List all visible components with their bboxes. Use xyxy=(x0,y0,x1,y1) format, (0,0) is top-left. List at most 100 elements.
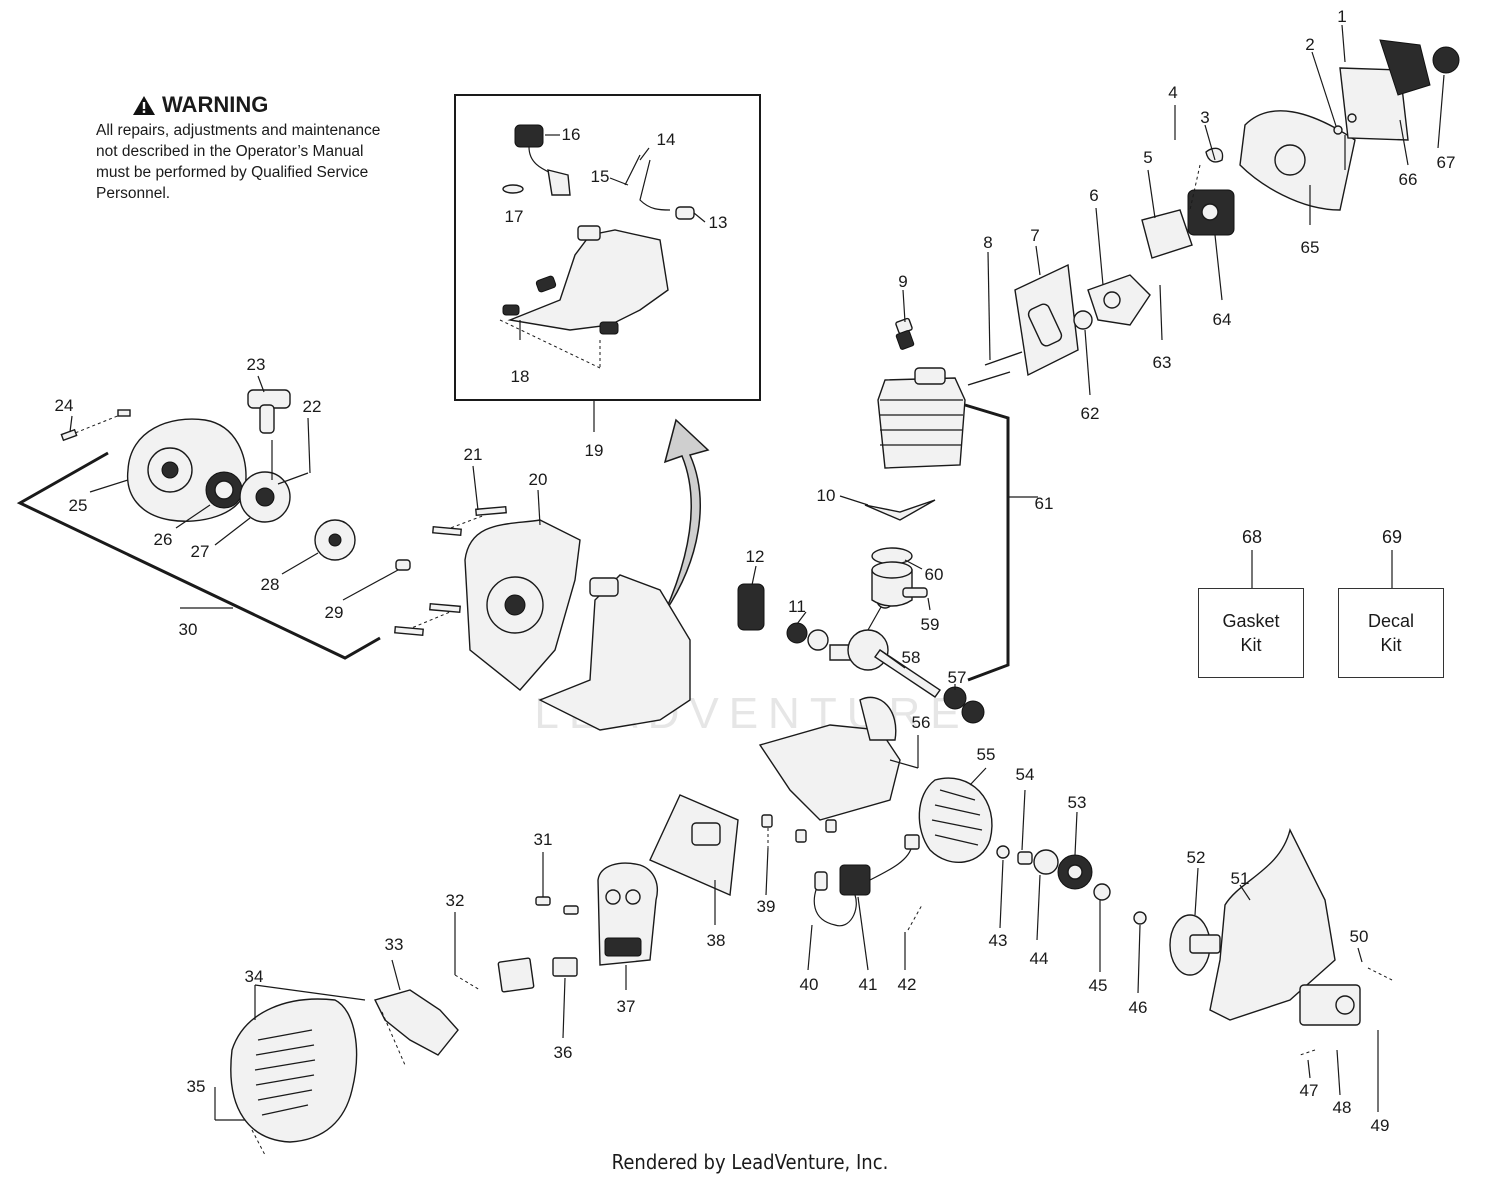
callout-35: 35 xyxy=(187,1077,206,1096)
warning-text: All repairs, adjustments and maintenance… xyxy=(96,122,381,202)
callout-30: 30 xyxy=(179,620,198,639)
callout-44: 44 xyxy=(1030,949,1049,968)
warning-title-text: WARNING xyxy=(162,92,269,117)
callout-49: 49 xyxy=(1371,1116,1390,1135)
callout-62: 62 xyxy=(1081,404,1100,423)
callout-46: 46 xyxy=(1129,998,1148,1017)
callout-26: 26 xyxy=(154,530,173,549)
clutch-housing-icon xyxy=(1209,827,1361,1026)
callout-53: 53 xyxy=(1068,793,1087,812)
callout-7: 7 xyxy=(1030,226,1039,245)
callout-19: 19 xyxy=(585,441,604,460)
callout-59: 59 xyxy=(921,615,940,634)
callout-66: 66 xyxy=(1399,170,1418,189)
footer-credit: Rendered by LeadVenture, Inc. xyxy=(611,1150,889,1174)
callout-25: 25 xyxy=(69,496,88,515)
decal-kit-box: Decal Kit xyxy=(1338,588,1444,678)
muffler-icon xyxy=(597,862,658,966)
kit-number-69: 69 xyxy=(1381,527,1403,547)
callout-50: 50 xyxy=(1350,927,1369,946)
callout-34: 34 xyxy=(245,967,264,986)
callout-6: 6 xyxy=(1089,186,1098,205)
callout-41: 41 xyxy=(859,975,878,994)
starter-cup-icon xyxy=(314,519,356,561)
callout-24: 24 xyxy=(55,396,74,415)
callout-5: 5 xyxy=(1143,148,1152,167)
gasket-kit-box: Gasket Kit xyxy=(1198,588,1304,678)
callout-12: 12 xyxy=(746,547,765,566)
fuel-tank-inset xyxy=(454,94,761,401)
clutch-drum-icon xyxy=(1169,914,1221,976)
callout-4: 4 xyxy=(1168,83,1177,102)
fuel-cap-icon xyxy=(502,124,571,196)
callout-45: 45 xyxy=(1089,976,1108,995)
callout-31: 31 xyxy=(534,830,553,849)
flywheel-icon xyxy=(918,777,993,864)
callout-64: 64 xyxy=(1213,310,1232,329)
muffler-cover-icon xyxy=(230,998,358,1143)
callout-54: 54 xyxy=(1016,765,1035,784)
callout-60: 60 xyxy=(925,565,944,584)
callout-67: 67 xyxy=(1437,153,1456,172)
callout-32: 32 xyxy=(446,891,465,910)
callout-21: 21 xyxy=(464,445,483,464)
callout-20: 20 xyxy=(529,470,548,489)
callout-11: 11 xyxy=(788,597,806,616)
callout-18: 18 xyxy=(511,367,530,386)
callout-58: 58 xyxy=(902,648,921,667)
callout-3: 3 xyxy=(1200,108,1209,127)
clutch-icon xyxy=(1057,854,1093,890)
fuel-line-icon xyxy=(624,154,695,220)
callout-47: 47 xyxy=(1300,1081,1319,1100)
callout-17: 17 xyxy=(505,207,524,226)
warning-title: WARNING xyxy=(132,92,386,118)
crankshaft-icon xyxy=(829,591,941,698)
callout-2: 2 xyxy=(1305,35,1314,54)
callout-1: 1 xyxy=(1337,7,1346,26)
starter-pulley-icon xyxy=(239,471,291,523)
callout-27: 27 xyxy=(191,542,210,561)
starter-handle-icon xyxy=(247,389,291,480)
ignition-coil-icon xyxy=(813,834,920,927)
callout-10: 10 xyxy=(817,486,836,505)
callout-56: 56 xyxy=(912,713,931,732)
spark-plug-icon xyxy=(895,317,915,350)
kit-number-68: 68 xyxy=(1241,527,1263,547)
callout-43: 43 xyxy=(989,931,1008,950)
callout-52: 52 xyxy=(1187,848,1206,867)
callout-23: 23 xyxy=(247,355,266,374)
callout-57: 57 xyxy=(948,668,967,687)
callout-9: 9 xyxy=(898,272,907,291)
callout-33: 33 xyxy=(385,935,404,954)
cylinder-icon xyxy=(877,367,966,469)
callout-63: 63 xyxy=(1153,353,1172,372)
callout-36: 36 xyxy=(554,1043,573,1062)
callout-15: 15 xyxy=(591,167,610,186)
crankcase-icon xyxy=(758,696,901,821)
warning-triangle-icon xyxy=(133,95,155,115)
engine-housing-icon xyxy=(464,519,581,691)
callout-51: 51 xyxy=(1231,869,1250,888)
callout-65: 65 xyxy=(1301,238,1320,257)
callout-28: 28 xyxy=(261,575,280,594)
callout-38: 38 xyxy=(707,931,726,950)
warning-notice: WARNING All repairs, adjustments and mai… xyxy=(96,92,386,204)
callout-22: 22 xyxy=(303,397,322,416)
callout-8: 8 xyxy=(983,233,992,252)
callout-39: 39 xyxy=(757,897,776,916)
assembly-arrow-icon xyxy=(663,418,710,613)
callout-55: 55 xyxy=(977,745,996,764)
carburetor-icon xyxy=(1187,189,1235,236)
callout-61: 61 xyxy=(1035,494,1054,513)
callout-42: 42 xyxy=(898,975,917,994)
callout-16: 16 xyxy=(562,125,581,144)
callout-37: 37 xyxy=(617,997,636,1016)
callout-48: 48 xyxy=(1333,1098,1352,1117)
callout-13: 13 xyxy=(709,213,728,232)
fuel-tank-icon xyxy=(502,225,669,335)
callout-29: 29 xyxy=(325,603,344,622)
callout-40: 40 xyxy=(800,975,819,994)
air-filter-cover-icon xyxy=(1239,110,1356,211)
callout-14: 14 xyxy=(657,130,676,149)
